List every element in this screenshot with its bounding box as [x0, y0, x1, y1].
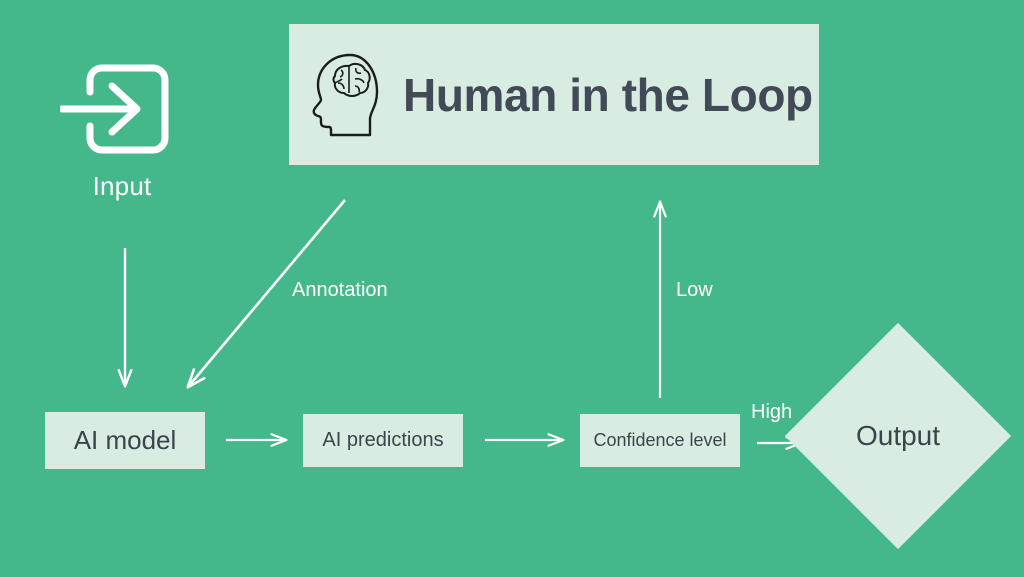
- input-arrow-icon: [58, 50, 190, 168]
- node-confidence-level-label: Confidence level: [593, 430, 727, 450]
- node-ai-predictions-label: AI predictions: [322, 429, 444, 451]
- node-output[interactable]: Output: [784, 322, 1012, 550]
- head-brain-icon: [311, 52, 381, 138]
- page-title: Human in the Loop: [403, 68, 813, 121]
- node-output-label: Output: [855, 420, 941, 451]
- edge-label-annotation: Annotation: [292, 279, 388, 301]
- input-label: Input: [92, 171, 152, 201]
- edge-label-low: Low: [676, 279, 713, 301]
- node-ai-model[interactable]: AI model: [45, 412, 205, 469]
- edge-label-high: High: [751, 401, 793, 423]
- node-ai-model-label: AI model: [73, 425, 177, 455]
- human-in-the-loop-banner: Human in the Loop: [289, 24, 819, 165]
- input-group: Input: [58, 50, 190, 201]
- node-ai-predictions[interactable]: AI predictions: [303, 414, 463, 467]
- node-confidence-level[interactable]: Confidence level: [580, 414, 740, 467]
